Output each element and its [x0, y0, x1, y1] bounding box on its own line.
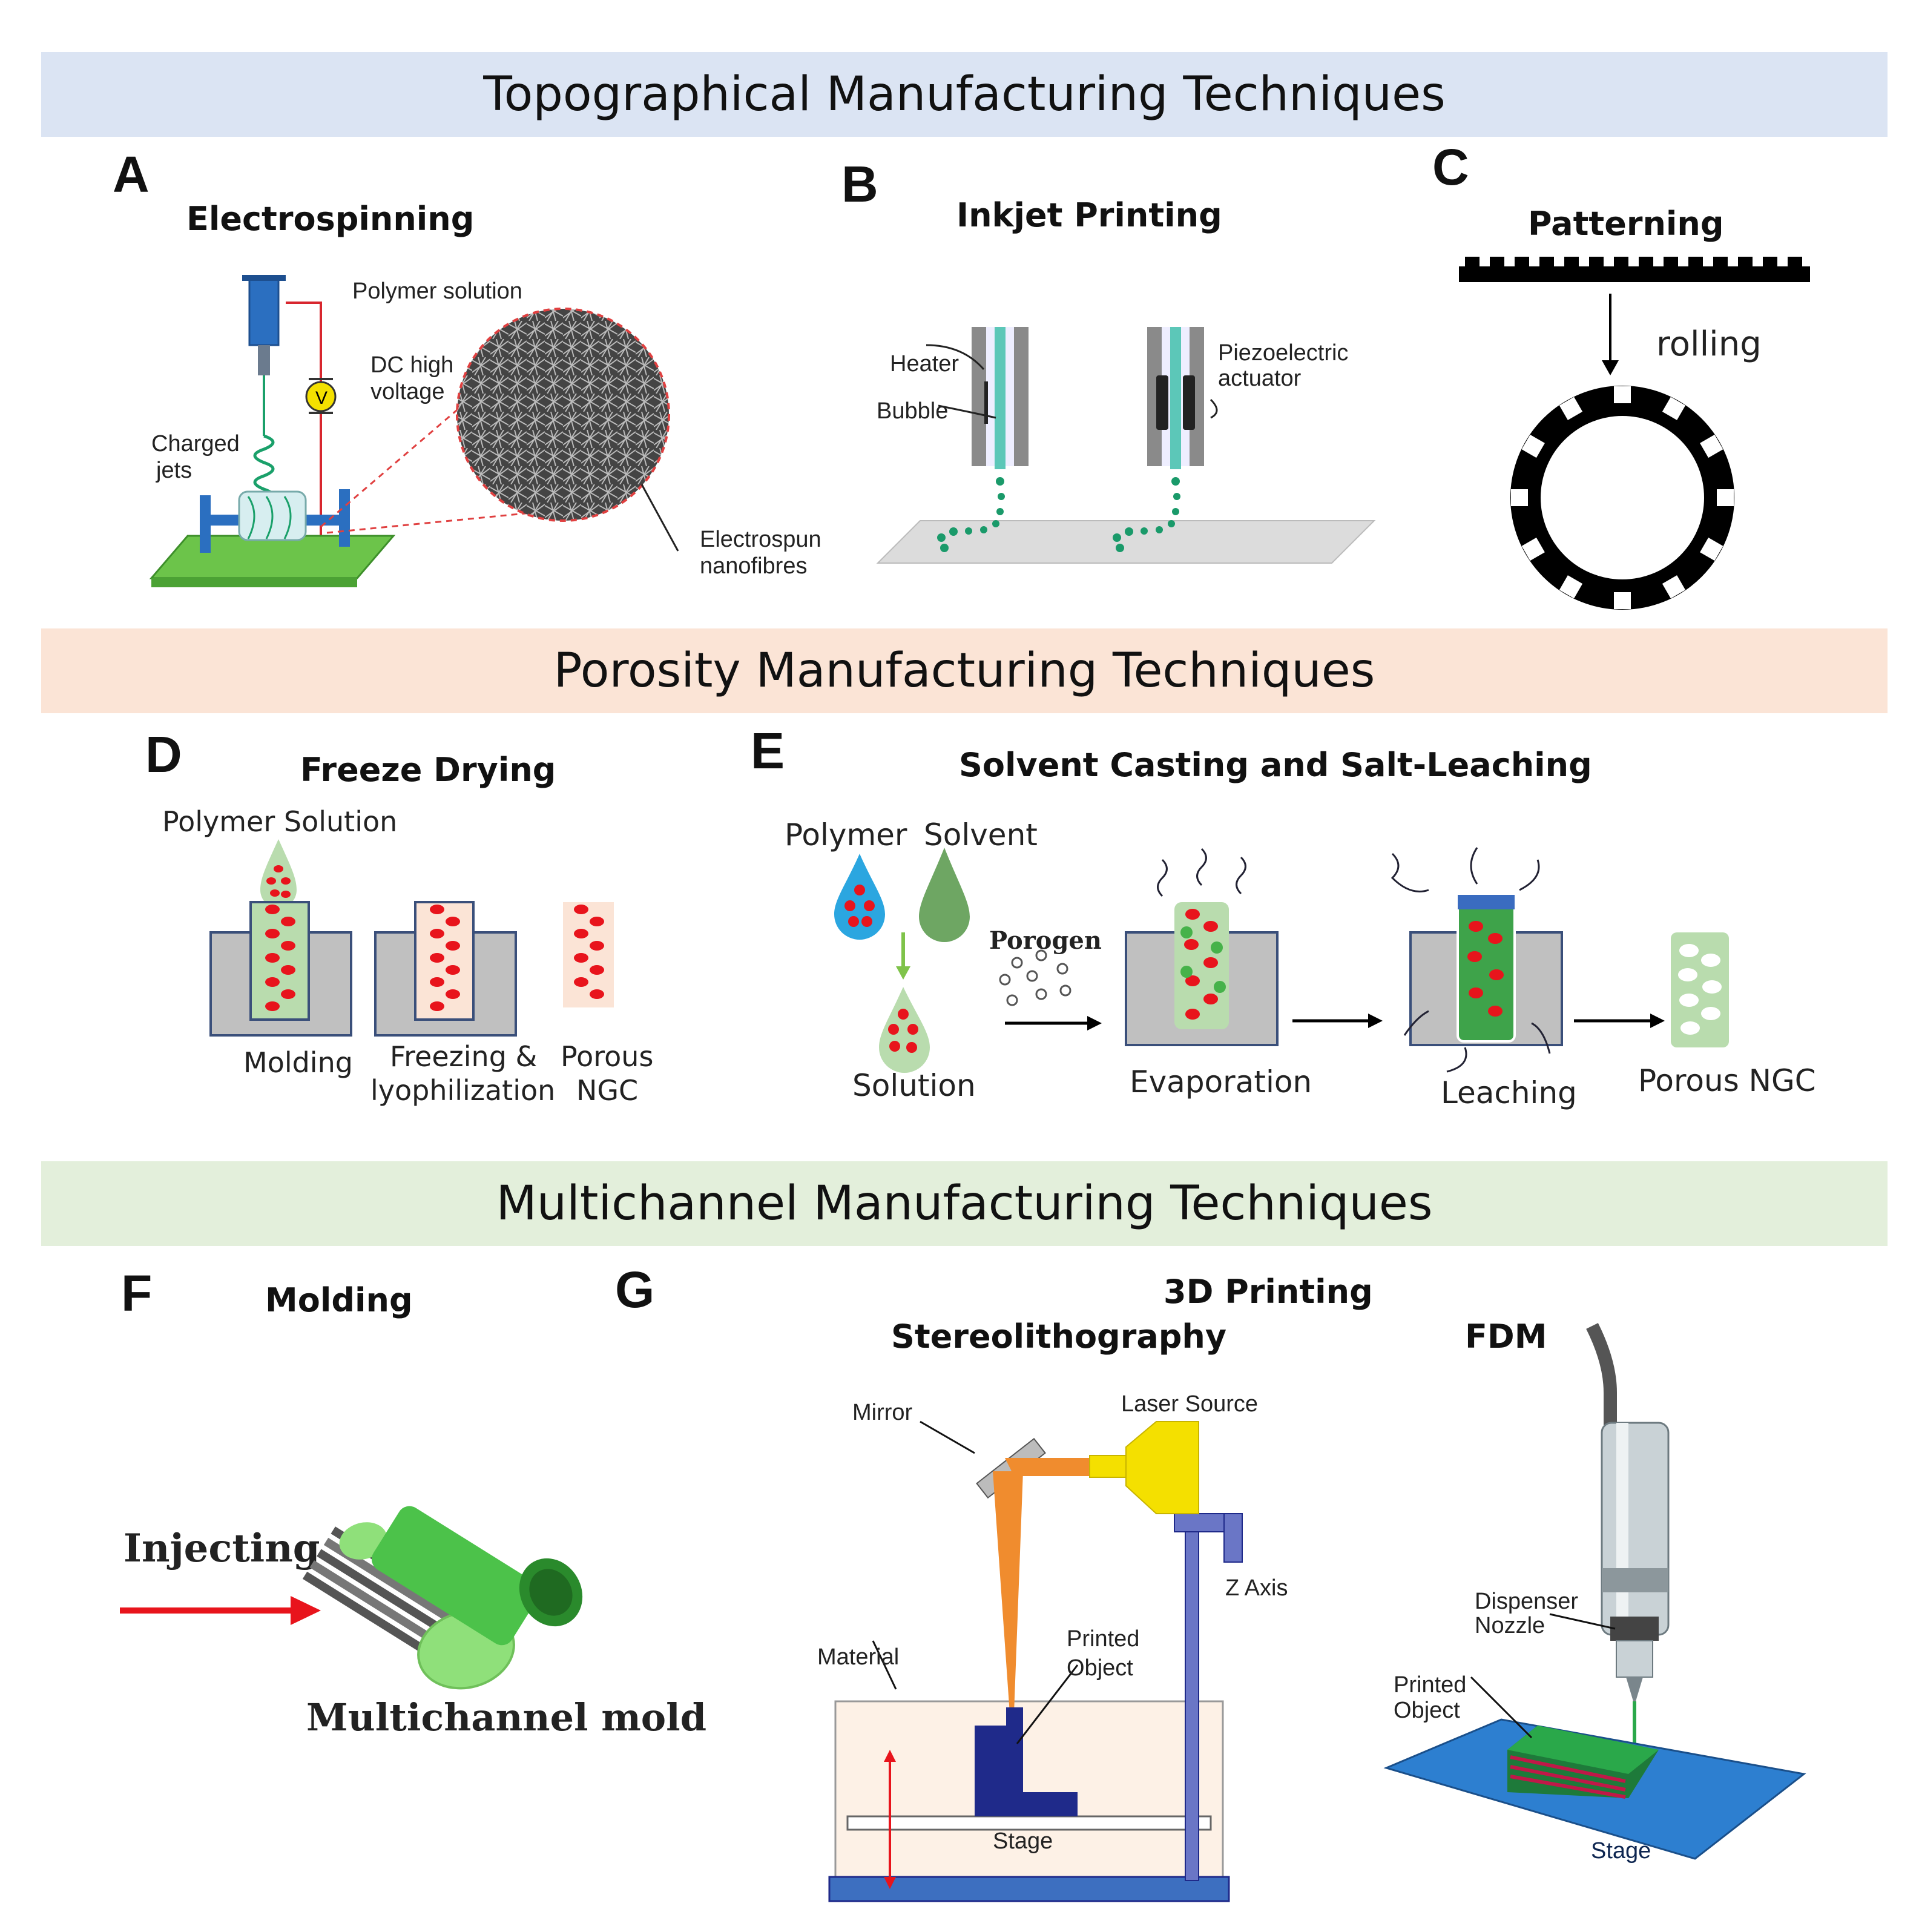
panel-letter-c: C — [1432, 139, 1469, 196]
label-polymer: Polymer — [785, 817, 907, 852]
label-voltage: voltage — [370, 379, 445, 404]
label-heater: Heater — [890, 351, 960, 377]
label-solution: Solution — [852, 1068, 976, 1103]
inkjet-diagram — [876, 327, 1376, 564]
section-title: Topographical Manufacturing Techniques — [483, 67, 1446, 122]
panel-title-inkjet-printing: Inkjet Printing — [956, 196, 1222, 234]
label-piezoelectric: Piezoelectric — [1218, 340, 1349, 366]
voltmeter-v-label: V — [315, 388, 328, 408]
label-nozzle: Nozzle — [1475, 1613, 1545, 1638]
section-band-porosity: Porosity Manufacturing Techniques — [41, 628, 1888, 713]
label-dispenser: Dispenser — [1475, 1589, 1579, 1614]
section-title: Porosity Manufacturing Techniques — [553, 644, 1375, 698]
panel-title-fdm: FDM — [1465, 1317, 1547, 1356]
label-jets: jets — [156, 458, 193, 483]
patterning-diagram — [1459, 257, 1810, 610]
label-molding: Molding — [243, 1046, 353, 1079]
label-lyophilization: lyophilization — [370, 1074, 556, 1107]
section-band-topographical: Topographical Manufacturing Techniques — [41, 52, 1888, 137]
label-evaporation: Evaporation — [1130, 1064, 1312, 1100]
section-title: Multichannel Manufacturing Techniques — [496, 1176, 1433, 1231]
panel-title-freeze-drying: Freeze Drying — [300, 751, 556, 789]
electrospinning-diagram: V — [149, 275, 679, 587]
label-stage: Stage — [993, 1828, 1053, 1854]
panel-letter-d: D — [145, 726, 182, 783]
label-material: Material — [817, 1644, 900, 1670]
panel-title-electrospinning: Electrospinning — [186, 200, 475, 238]
label-electrospun: Electrospun — [700, 527, 821, 552]
stereolithography-diagram — [828, 1420, 1243, 1902]
label-dc-high: DC high — [370, 352, 454, 378]
panel-letter-g: G — [615, 1261, 655, 1318]
fdm-diagram — [1383, 1323, 1806, 1860]
label-mirror: Mirror — [852, 1400, 913, 1425]
panel-title-stereolithography: Stereolithography — [891, 1317, 1227, 1356]
panel-title-patterning: Patterning — [1528, 205, 1724, 243]
solvent-casting-diagram — [834, 847, 1729, 1073]
panel-title-molding: Molding — [265, 1281, 413, 1319]
panel-title-3d-printing: 3D Printing — [1164, 1273, 1373, 1311]
label-porous-ngc: Porous NGC — [1638, 1063, 1816, 1098]
label-solvent: Solvent — [924, 817, 1038, 852]
section-band-multichannel: Multichannel Manufacturing Techniques — [41, 1161, 1888, 1246]
label-polymer-solution: Polymer solution — [352, 279, 522, 304]
label-object: Object — [1067, 1655, 1133, 1681]
label-actuator: actuator — [1218, 366, 1302, 391]
molding-diagram — [120, 1506, 583, 1690]
label-printed: Printed — [1067, 1626, 1140, 1652]
panel-letter-b: B — [841, 156, 878, 213]
label-rolling: rolling — [1656, 325, 1762, 364]
label-printed-fdm: Printed — [1394, 1672, 1467, 1698]
panel-title-solvent-casting: Solvent Casting and Salt-Leaching — [959, 746, 1592, 784]
label-freezing: Freezing & — [390, 1040, 538, 1073]
panel-letter-f: F — [121, 1265, 153, 1322]
label-z-axis: Z Axis — [1225, 1575, 1288, 1601]
label-ngc: NGC — [576, 1074, 639, 1107]
label-object-fdm: Object — [1394, 1698, 1460, 1723]
label-stage-fdm: Stage — [1591, 1838, 1651, 1864]
label-injecting: Injecting — [123, 1526, 320, 1571]
label-leaching: Leaching — [1441, 1075, 1577, 1110]
label-charged: Charged — [151, 431, 240, 457]
label-multichannel-mold: Multichannel mold — [306, 1695, 707, 1739]
label-nanofibres: nanofibres — [700, 553, 808, 579]
panel-letter-e: E — [751, 722, 785, 779]
label-bubble: Bubble — [877, 398, 949, 424]
label-laser-source: Laser Source — [1121, 1391, 1259, 1417]
label-polymer-solution: Polymer Solution — [162, 805, 398, 838]
freeze-drying-diagram — [209, 839, 614, 1037]
label-porous: Porous — [561, 1040, 654, 1073]
panel-letter-a: A — [113, 146, 150, 203]
label-porogen: Porogen — [989, 926, 1102, 955]
